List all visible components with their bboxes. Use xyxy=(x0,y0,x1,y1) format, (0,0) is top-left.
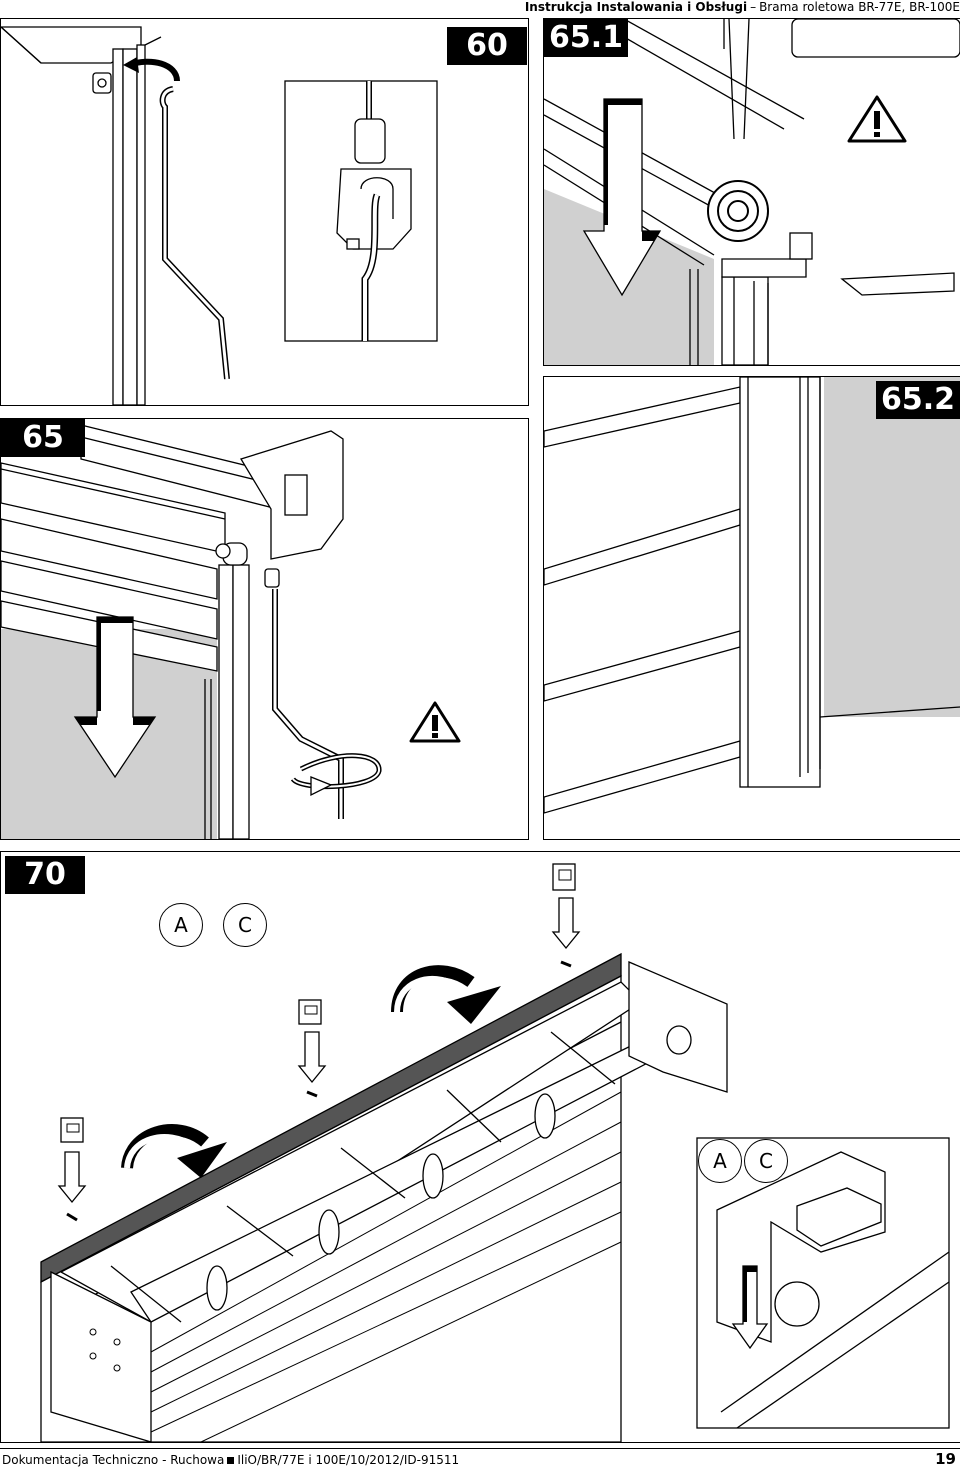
down-arrow-icon xyxy=(57,1151,87,1204)
down-arrow-icon xyxy=(582,98,662,297)
inset-callout-c: C xyxy=(744,1139,788,1183)
document-subtitle: Brama roletowa BR-77E, BR-100E xyxy=(759,0,960,14)
step-65-1-panel: 65.1 xyxy=(543,18,960,366)
rotate-arrow-icon xyxy=(290,753,382,797)
footer-doc-code: IliO/BR/77E i 100E/10/2012/ID-91511 xyxy=(237,1453,460,1467)
footer-doc-type: Dokumentacja Techniczno - Ruchowa xyxy=(2,1453,225,1467)
step-60-drawing xyxy=(1,26,438,405)
down-arrow-icon xyxy=(297,1031,327,1084)
warning-icon xyxy=(847,95,907,143)
step-label-70: 70 xyxy=(5,856,85,894)
clip-icon xyxy=(298,999,322,1025)
step-60-panel: 60 xyxy=(0,18,529,406)
step-65-1-drawing xyxy=(544,19,960,365)
step-65-2-panel: 65.2 xyxy=(543,376,960,840)
step-label-65-2: 65.2 xyxy=(876,381,960,419)
step-70-panel: 70 A C A C xyxy=(0,851,960,1443)
down-arrow-icon xyxy=(731,1265,769,1350)
screw-icon xyxy=(66,1212,78,1222)
step-label-65-1: 65.1 xyxy=(544,19,628,57)
step-65-2-drawing xyxy=(544,377,960,814)
screw-icon xyxy=(560,960,572,968)
down-arrow-icon xyxy=(551,897,581,950)
warning-icon xyxy=(409,701,461,743)
inset-callout-a: A xyxy=(698,1139,742,1183)
step-65-drawing xyxy=(1,424,461,839)
document-title: Instrukcja Instalowania i Obsługi xyxy=(524,0,748,14)
step-label-60: 60 xyxy=(447,27,527,65)
page-footer: Dokumentacja Techniczno - Ruchowa IliO/BR… xyxy=(0,1448,960,1470)
callout-a: A xyxy=(159,903,203,947)
curved-arrow-icon xyxy=(121,1124,227,1178)
step-65-panel: 65 xyxy=(0,418,529,840)
clip-icon xyxy=(60,1117,84,1143)
footer-document-id: Dokumentacja Techniczno - Ruchowa IliO/BR… xyxy=(2,1450,459,1470)
square-bullet-icon xyxy=(227,1456,235,1464)
callout-c: C xyxy=(223,903,267,947)
step-70-drawing xyxy=(40,863,950,1442)
clip-icon xyxy=(552,863,576,891)
step-label-65: 65 xyxy=(1,419,85,457)
page-header: Instrukcja Instalowania i Obsługi–Brama … xyxy=(0,0,960,16)
curved-arrow-icon xyxy=(391,965,501,1024)
page-number: 19 xyxy=(935,1450,956,1468)
screw-icon xyxy=(306,1090,318,1098)
header-separator: – xyxy=(750,0,757,14)
